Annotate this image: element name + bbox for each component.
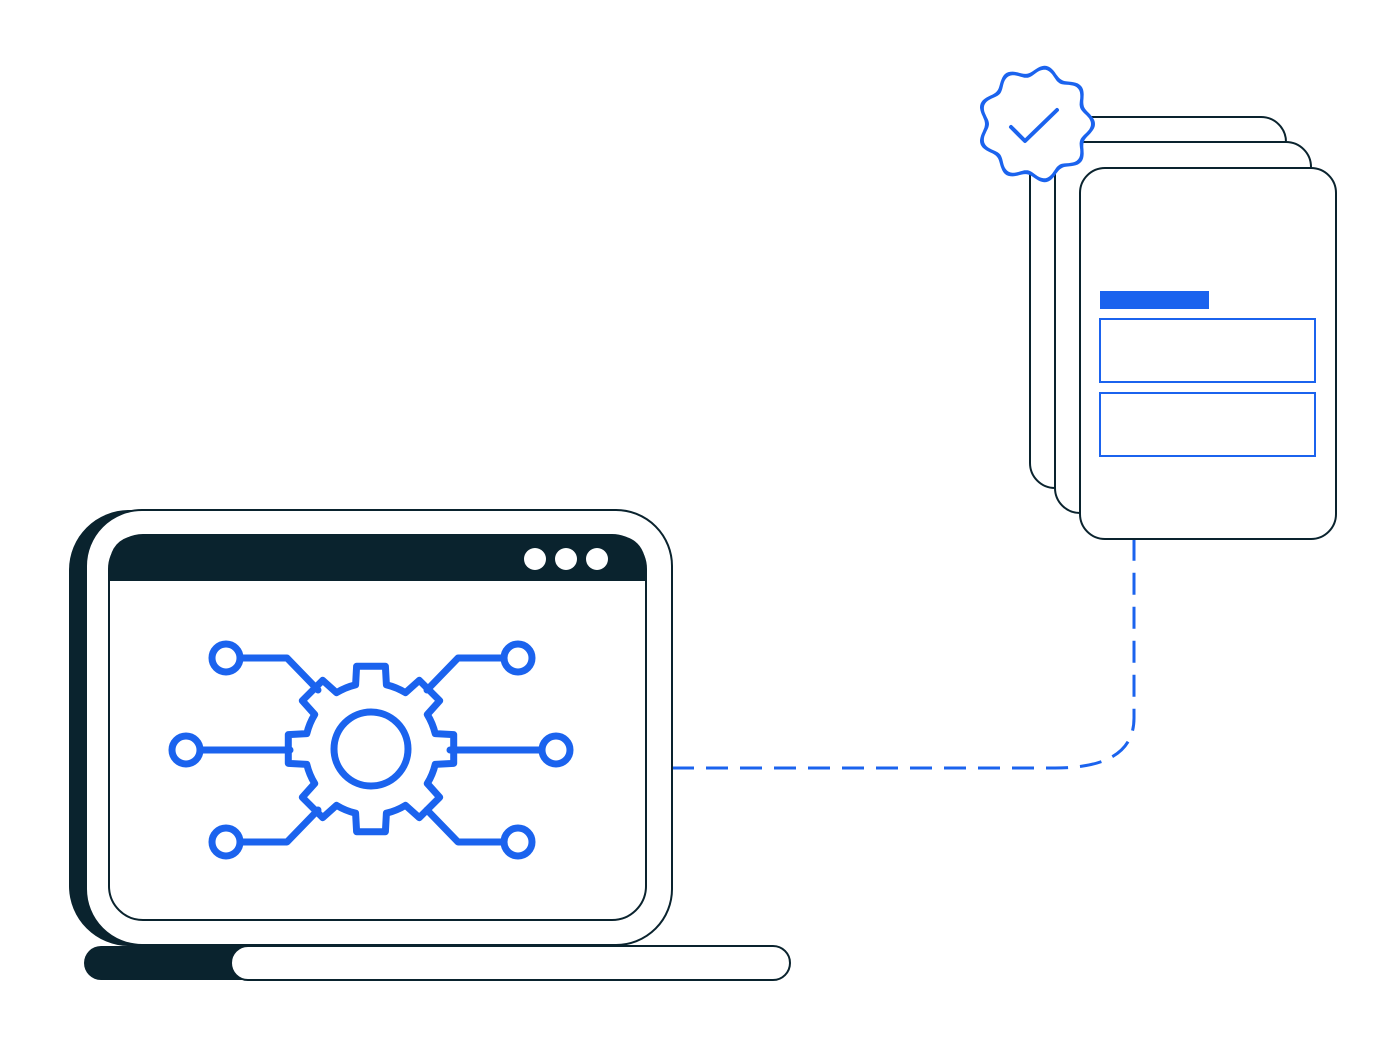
document-form-field-2 bbox=[1099, 392, 1316, 457]
window-control-dots bbox=[524, 548, 608, 570]
network-node bbox=[500, 824, 536, 860]
dashed-connector bbox=[672, 540, 1136, 770]
network-node bbox=[500, 640, 536, 676]
network-node bbox=[208, 824, 244, 860]
network-node bbox=[538, 732, 574, 768]
gear-hub bbox=[330, 708, 412, 790]
network-node bbox=[168, 732, 204, 768]
verified-check-badge-icon bbox=[980, 65, 1095, 183]
laptop-base bbox=[230, 945, 791, 981]
document-title-bar bbox=[1100, 291, 1209, 309]
window-dot bbox=[524, 548, 546, 570]
front-document bbox=[1079, 167, 1337, 540]
gear-icon bbox=[284, 662, 458, 836]
checkmark-icon bbox=[1009, 108, 1059, 143]
network-line-top-left bbox=[239, 654, 322, 694]
network-line-bottom-right bbox=[423, 806, 506, 846]
network-line-bottom-left bbox=[239, 806, 322, 846]
window-title-bar bbox=[109, 535, 646, 581]
window-dot bbox=[555, 548, 577, 570]
network-line-top-right bbox=[423, 654, 506, 694]
laptop-screen bbox=[108, 534, 647, 921]
laptop bbox=[69, 509, 791, 981]
network-node bbox=[208, 640, 244, 676]
laptop-base-shadow bbox=[84, 946, 259, 980]
document-stack bbox=[980, 65, 1337, 540]
window-dot bbox=[586, 548, 608, 570]
document-form-field-1 bbox=[1099, 318, 1316, 383]
gear-network-icon bbox=[168, 640, 574, 860]
